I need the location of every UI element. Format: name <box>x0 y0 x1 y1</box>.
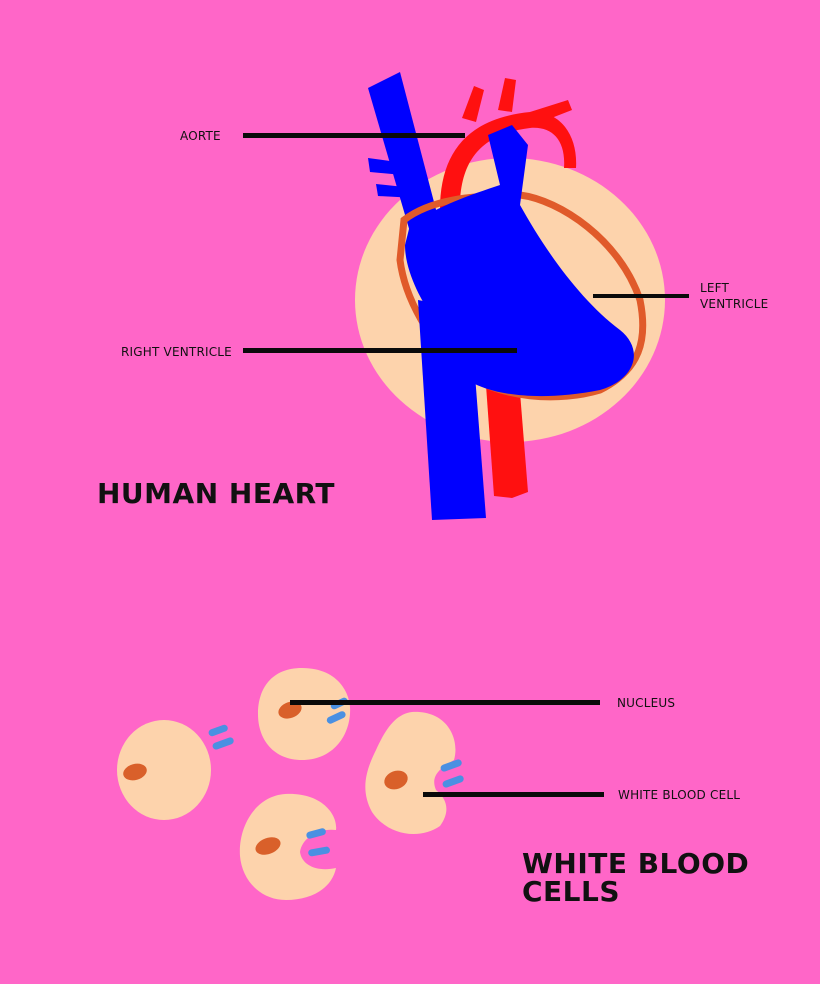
label-nucleus: NUCLEUS <box>617 696 676 710</box>
cell-nucleus <box>278 701 302 719</box>
cell-nucleus <box>384 770 408 790</box>
vein-branch-1 <box>368 158 414 176</box>
leader-line-nucleus <box>290 700 600 705</box>
cells-title-line1: WHITE BLOOD <box>522 847 750 880</box>
label-left-ventricle-line2: VENTRICLE <box>700 297 769 311</box>
granule <box>326 711 346 724</box>
inferior-vena-cava <box>418 300 486 520</box>
cell-body <box>365 711 456 835</box>
vein-branch-2 <box>376 184 416 198</box>
granule <box>208 724 228 737</box>
heart-title: HUMAN HEART <box>97 477 336 510</box>
cell-body <box>258 668 351 760</box>
granule <box>440 759 462 772</box>
artery-branch-3 <box>530 100 572 124</box>
cells-title-line2: CELLS <box>522 875 621 908</box>
leader-line-right-ventricle <box>243 348 517 353</box>
superior-vena-cava <box>368 72 440 232</box>
label-aorte: AORTE <box>180 129 221 143</box>
cell-body <box>117 720 211 820</box>
heart-illustration <box>355 72 665 520</box>
white-blood-cells-illustration <box>117 668 464 900</box>
label-left-ventricle-line1: LEFT <box>700 281 730 295</box>
granule <box>212 737 234 750</box>
cell-2 <box>258 668 351 760</box>
cell-body <box>239 793 337 900</box>
cell-4 <box>239 793 337 900</box>
cell-1 <box>117 720 211 820</box>
granule <box>308 846 330 857</box>
leader-line-left-ventricle <box>593 294 689 298</box>
aortic-arch <box>440 111 577 215</box>
cell-nucleus <box>255 837 281 855</box>
cell-nucleus <box>123 763 147 781</box>
artery-branch-1 <box>462 86 484 122</box>
label-right-ventricle: RIGHT VENTRICLE <box>121 345 232 359</box>
leader-line-white-blood-cell <box>423 792 604 797</box>
leader-line-aorte <box>243 133 465 138</box>
label-white-blood-cell: WHITE BLOOD CELL <box>618 788 741 802</box>
cell-3 <box>365 711 464 835</box>
artery-branch-2 <box>498 78 516 112</box>
granule <box>306 828 326 839</box>
granule <box>442 775 464 788</box>
